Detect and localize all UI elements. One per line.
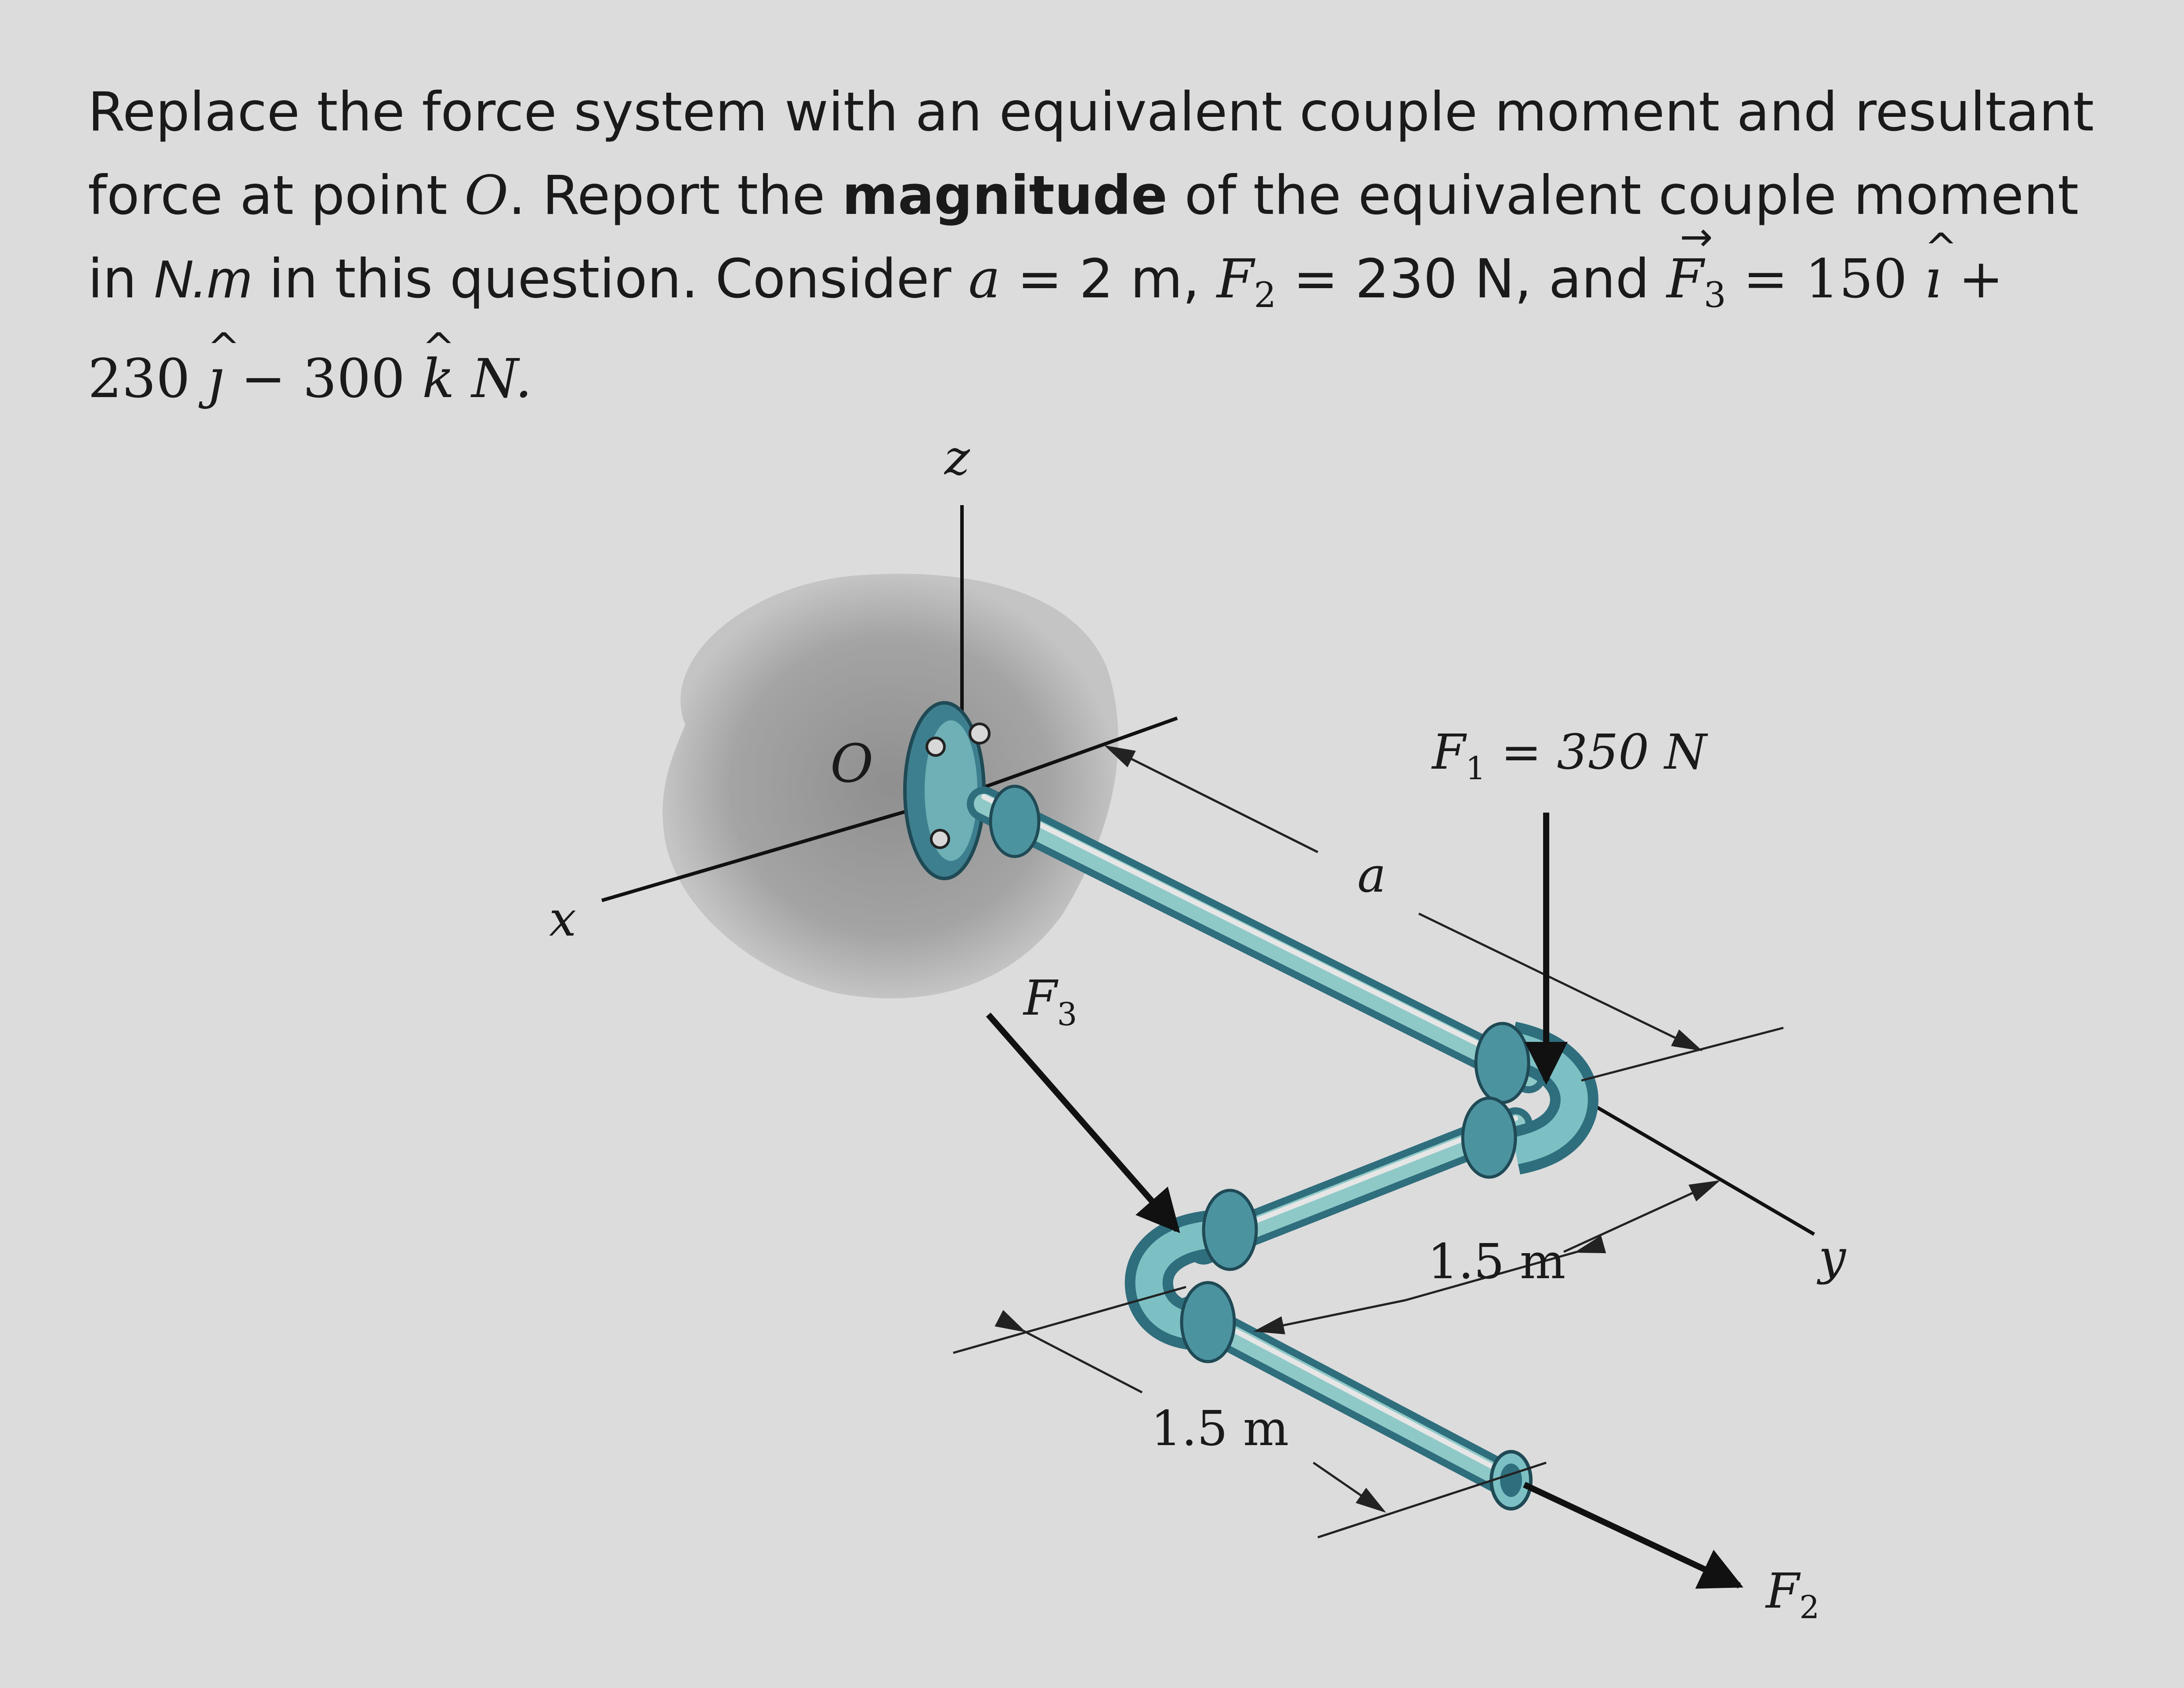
f3-eq: = 150 — [1726, 248, 1924, 310]
dimension-bottom-label: 1.5 m — [1151, 1400, 1289, 1457]
hat-icon: ^ — [422, 325, 456, 371]
force-f3-label: F3 — [1023, 970, 1077, 1033]
dimension-right-label: 1.5 m — [1428, 1233, 1566, 1290]
y-axis — [1580, 1096, 1815, 1236]
a-symbol: a — [968, 248, 1001, 310]
f2-value: = 230 N, and — [1276, 248, 1667, 310]
origin-label: O — [830, 734, 873, 795]
unit-ref: N.m — [154, 249, 252, 309]
force-f1-label: F1 = 350 N — [1431, 724, 1708, 787]
question-text-3: of the equivalent couple moment in — [88, 164, 2079, 310]
f2-subscript: 2 — [1254, 275, 1276, 315]
f3-subscript: 3 — [1703, 275, 1726, 315]
f3-minus: − 300 — [224, 347, 422, 410]
axis-top-line — [961, 716, 1178, 797]
wall-support — [662, 574, 1118, 999]
force-f2-arrow — [1523, 1482, 1743, 1589]
dimension-a-label: a — [1357, 847, 1386, 903]
question-text-2: . Report the — [508, 164, 843, 227]
flange — [903, 701, 991, 880]
f3-symbol: F — [1666, 248, 1704, 310]
vector-arrow-icon: → — [1680, 214, 1713, 260]
question-text-1: Replace the force system with an equival… — [88, 81, 2094, 227]
f3-unit: N. — [454, 347, 532, 410]
question-bold: magnitude — [842, 164, 1168, 227]
x-axis-label: x — [549, 891, 576, 947]
force-f2-label: F2 — [1765, 1563, 1819, 1626]
z-axis-label: z — [944, 430, 970, 486]
question-text-4: in this question. Consider — [252, 248, 969, 310]
a-value: = 2 m, — [1000, 248, 1217, 310]
k-hat: ^k — [422, 325, 455, 420]
problem-statement: Replace the force system with an equival… — [88, 70, 2117, 420]
y-axis-label: y — [1816, 1229, 1847, 1285]
x-axis — [601, 793, 963, 902]
point-o-ref: O — [464, 164, 509, 227]
f3-vector: →F3 — [1666, 214, 1726, 337]
f3-plus: + 230 — [88, 248, 2004, 410]
dimension-lines — [953, 745, 1784, 1539]
f2-symbol: F — [1216, 248, 1254, 310]
force-f3-arrow — [986, 1012, 1180, 1233]
